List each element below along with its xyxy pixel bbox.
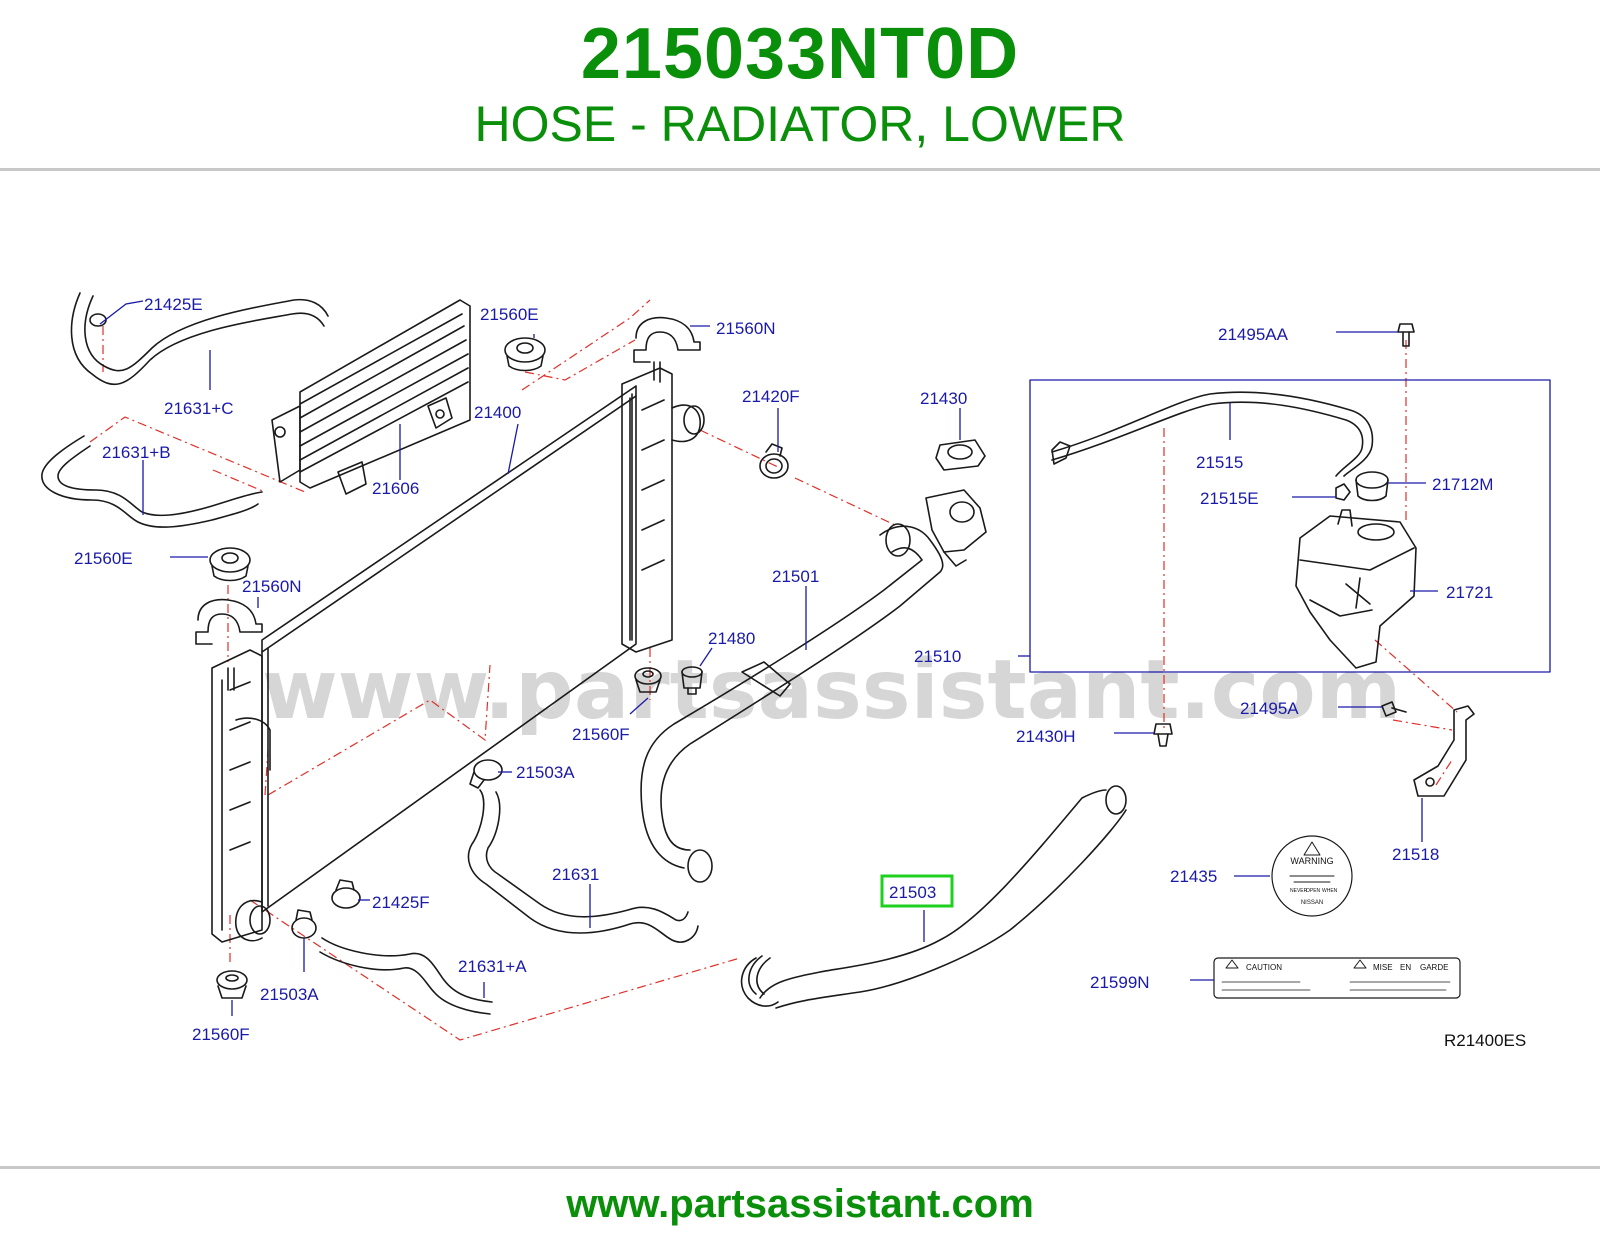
callout-21721[interactable]: 21721 [1446, 583, 1493, 602]
callout-21400[interactable]: 21400 [474, 403, 521, 422]
reservoir-cap-21712m [1355, 471, 1389, 502]
caution-label-garde: GARDE [1420, 963, 1448, 972]
warning-label-never: NEVER [1290, 888, 1308, 894]
warning-label-when: WHEN [1322, 888, 1338, 894]
page-header: 215033NT0D HOSE - RADIATOR, LOWER [0, 0, 1600, 170]
clamp-21503a-mid [469, 759, 503, 789]
bracket-21560n-top [633, 316, 701, 363]
callout-21503-highlighted[interactable]: 21503 [889, 883, 936, 902]
assembly-dash-lines [89, 299, 1458, 1041]
grommet-21560f-bottom [216, 970, 248, 999]
clamp-21503a-bottom [291, 909, 317, 939]
caution-label-en: EN [1400, 963, 1411, 972]
callout-21420f[interactable]: 21420F [742, 387, 800, 406]
hose-21631b [41, 435, 263, 528]
part-description: HOSE - RADIATOR, LOWER [474, 96, 1126, 152]
callout-21560e-top[interactable]: 21560E [480, 305, 539, 324]
diagram-reference-code: R21400ES [1444, 1031, 1526, 1050]
bolt-21495aa [1397, 323, 1415, 347]
oil-cooler-21606 [271, 299, 471, 495]
callout-21515[interactable]: 21515 [1196, 453, 1243, 472]
callout-21560f-bottom[interactable]: 21560F [192, 1025, 250, 1044]
callout-21425e[interactable]: 21425E [144, 295, 203, 314]
callout-21435[interactable]: 21435 [1170, 867, 1217, 886]
radiator-21400 [211, 361, 705, 943]
callout-21631-c[interactable]: 21631+C [164, 399, 233, 418]
footer-divider [0, 1166, 1600, 1169]
callout-21510[interactable]: 21510 [914, 647, 961, 666]
upper-hose-21501 [640, 489, 987, 883]
callout-21631[interactable]: 21631 [552, 865, 599, 884]
callout-21430h[interactable]: 21430H [1016, 727, 1076, 746]
lower-hose-21503 [740, 785, 1127, 1009]
callout-21495aa[interactable]: 21495AA [1218, 325, 1289, 344]
bolt-21495a [1381, 701, 1407, 717]
part-number-title: 215033NT0D [580, 14, 1020, 94]
hose-21631a [319, 937, 493, 1015]
clamp-21420f [759, 443, 789, 479]
grommet-21560e-left [209, 547, 251, 582]
callout-21606[interactable]: 21606 [372, 479, 419, 498]
caution-label-21599n: CAUTION MISE EN GARDE [1213, 957, 1461, 999]
hose-21631 [467, 789, 699, 943]
callout-21712m[interactable]: 21712M [1432, 475, 1493, 494]
warning-label-title: WARNING [1290, 856, 1333, 866]
footer-website-link[interactable]: www.partsassistant.com [566, 1182, 1034, 1226]
caution-label-title: CAUTION [1246, 963, 1282, 972]
grommet-21560e-top [504, 337, 546, 372]
warning-label-21435: WARNING NEVER OPEN WHEN NISSAN [1271, 835, 1353, 917]
callout-21560e-left[interactable]: 21560E [74, 549, 133, 568]
callout-labels: 21425E 21631+C 21631+B 21560E 21560N 215… [74, 295, 1493, 1044]
callout-21515e[interactable]: 21515E [1200, 489, 1259, 508]
radiator-cap-21430 [935, 439, 986, 471]
drain-21430h [1153, 723, 1173, 747]
callout-21560n-left[interactable]: 21560N [242, 577, 302, 596]
grommet-21560f-mid [634, 667, 662, 693]
warning-label-brand: NISSAN [1301, 900, 1323, 906]
watermark-text: www.partsassistant.com [262, 643, 1401, 738]
clamp-21425f [331, 879, 361, 909]
bracket-21518 [1413, 705, 1475, 797]
header-divider [0, 168, 1600, 171]
highlight-box-21503 [880, 874, 954, 908]
callout-21560n-top[interactable]: 21560N [716, 319, 776, 338]
reservoir-tank-21721 [1295, 509, 1417, 669]
callout-leader-lines [99, 300, 1438, 1016]
drain-plug-21480 [681, 666, 703, 695]
callout-21599n[interactable]: 21599N [1090, 973, 1150, 992]
overflow-hose-21515 [1051, 391, 1374, 477]
reservoir-group-box [1029, 379, 1551, 673]
callout-21631-b[interactable]: 21631+B [102, 443, 171, 462]
callout-21560f-mid[interactable]: 21560F [572, 725, 630, 744]
caution-label-mise: MISE [1373, 963, 1393, 972]
callout-21631-a[interactable]: 21631+A [458, 957, 527, 976]
callout-21501[interactable]: 21501 [772, 567, 819, 586]
bracket-21560n-left [195, 598, 263, 645]
callout-21503a-mid[interactable]: 21503A [516, 763, 575, 782]
callout-21503a-bottom[interactable]: 21503A [260, 985, 319, 1004]
callout-21425f[interactable]: 21425F [372, 893, 430, 912]
callout-21495a[interactable]: 21495A [1240, 699, 1299, 718]
warning-label-open: OPEN [1306, 888, 1321, 894]
callout-21518[interactable]: 21518 [1392, 845, 1439, 864]
callout-21430[interactable]: 21430 [920, 389, 967, 408]
callout-21480[interactable]: 21480 [708, 629, 755, 648]
clip-21515e [1335, 483, 1351, 501]
